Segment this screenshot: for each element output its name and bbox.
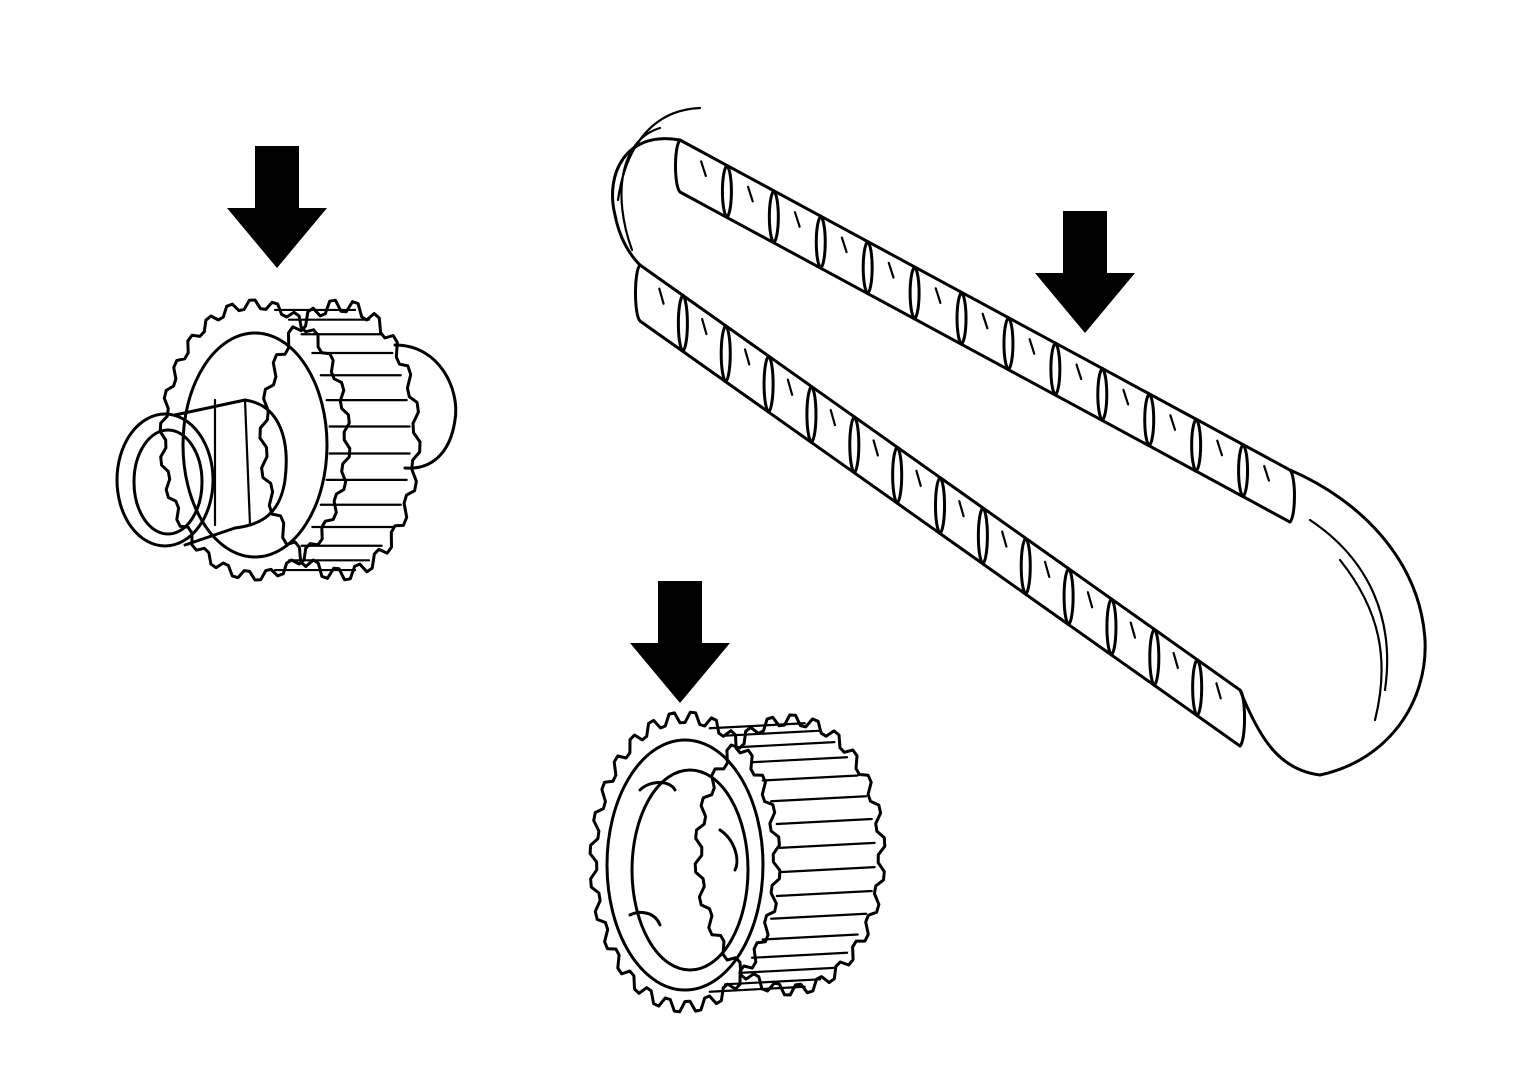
link-mark <box>786 378 794 396</box>
link-mark <box>793 211 801 228</box>
link-mark <box>915 469 922 487</box>
link-mark <box>658 287 665 305</box>
chain-upper-strand <box>674 138 1296 524</box>
link-mark <box>958 500 965 518</box>
link-mark <box>1122 388 1130 406</box>
tooth-line <box>761 933 859 941</box>
tooth-line <box>769 795 868 803</box>
link-mark <box>746 185 754 203</box>
tooth-line <box>724 729 822 737</box>
rear-hub <box>393 343 458 470</box>
down-arrow-icon <box>1035 211 1135 333</box>
gear-front-teeth <box>158 298 352 582</box>
link-mark <box>981 312 989 330</box>
link-mark <box>1169 414 1177 431</box>
gear-tooth-faces <box>273 308 411 572</box>
chain-right-bend <box>1238 468 1427 777</box>
hub-bore-outer <box>115 412 215 548</box>
indicator-arrows <box>227 146 1135 703</box>
link-mark <box>1129 621 1137 639</box>
gear-face-rim <box>605 738 765 992</box>
tooth-line <box>778 866 876 874</box>
link-mark <box>1001 530 1008 548</box>
link-mark <box>1086 591 1094 609</box>
tooth-line <box>738 741 836 749</box>
link-mark <box>700 160 707 178</box>
driven-sprocket <box>588 710 887 1014</box>
chain-lower-strand <box>634 263 1247 748</box>
link-mark <box>1043 560 1051 579</box>
link-mark <box>887 261 895 279</box>
link-mark <box>701 317 708 336</box>
tooth-line <box>708 985 806 993</box>
gear-back-teeth <box>693 713 887 997</box>
link-mark <box>1215 682 1222 700</box>
link-mark <box>1263 464 1270 482</box>
drive-chain <box>611 106 1427 777</box>
bore-splines <box>628 781 739 927</box>
drive-sprocket <box>115 298 458 582</box>
tooth-line <box>750 951 849 959</box>
link-mark <box>1172 651 1179 670</box>
down-arrow-icon <box>227 146 327 268</box>
gear-face-rim <box>181 331 329 559</box>
chain-right-bend-lines <box>1308 518 1389 722</box>
tooth-line <box>778 841 876 849</box>
down-arrow-icon <box>630 581 730 703</box>
link-mark <box>743 348 751 366</box>
link-mark <box>1216 439 1224 457</box>
tooth-line <box>769 912 868 920</box>
tooth-line <box>738 966 836 974</box>
link-mark <box>872 439 879 457</box>
gear-bore <box>630 768 750 972</box>
link-mark <box>1028 338 1036 355</box>
link-mark <box>934 287 942 304</box>
tooth-line <box>761 774 859 782</box>
hub-bore-inner <box>132 428 204 536</box>
hub-step-lines <box>213 398 252 527</box>
tooth-line <box>775 817 873 826</box>
link-mark <box>840 236 848 254</box>
tooth-line <box>775 889 873 898</box>
gear-tooth-faces <box>708 722 876 993</box>
tooth-line <box>750 756 849 764</box>
link-mark <box>829 408 837 427</box>
chain-left-bend-lines <box>616 106 702 252</box>
chain-link <box>1237 443 1296 524</box>
hub-body <box>173 398 288 547</box>
tooth-line <box>708 722 806 730</box>
chain-left-bend <box>611 137 682 267</box>
gear-front-teeth <box>588 710 782 1014</box>
link-mark <box>1075 363 1083 381</box>
